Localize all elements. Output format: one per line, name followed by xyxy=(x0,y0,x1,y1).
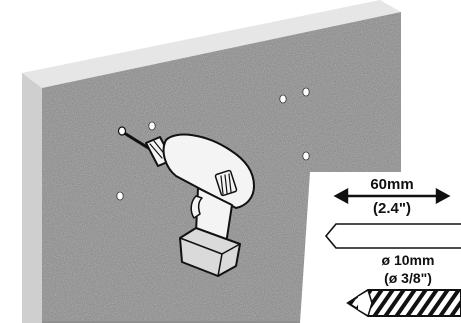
drill-trigger xyxy=(190,195,203,219)
cordless-drill-icon xyxy=(117,126,255,277)
diameter-imperial-label: (ø 3/8") xyxy=(384,270,432,286)
depth-arrow-icon xyxy=(333,187,451,205)
depth-gauge-strip xyxy=(324,223,461,249)
masonry-bit-icon xyxy=(346,288,461,318)
drill-battery xyxy=(179,227,241,277)
drill-holes xyxy=(116,87,310,201)
drill-bit xyxy=(119,129,152,151)
depth-metric-label: 60mm xyxy=(370,176,413,193)
wall-side-face xyxy=(22,73,42,323)
hole-marker xyxy=(302,87,310,97)
hole-marker xyxy=(148,121,156,131)
hole-marker xyxy=(116,191,124,201)
diameter-metric-label: ø 10mm xyxy=(382,252,435,268)
hole-marker xyxy=(279,94,287,104)
bit-entry-hole xyxy=(117,126,127,136)
drill-spec-panel: 60mm (2.4") ø 10mm (ø 3/8") xyxy=(300,172,461,323)
hole-marker xyxy=(302,151,310,161)
wall-top-face xyxy=(22,0,401,88)
depth-imperial-label: (2.4") xyxy=(373,200,411,217)
